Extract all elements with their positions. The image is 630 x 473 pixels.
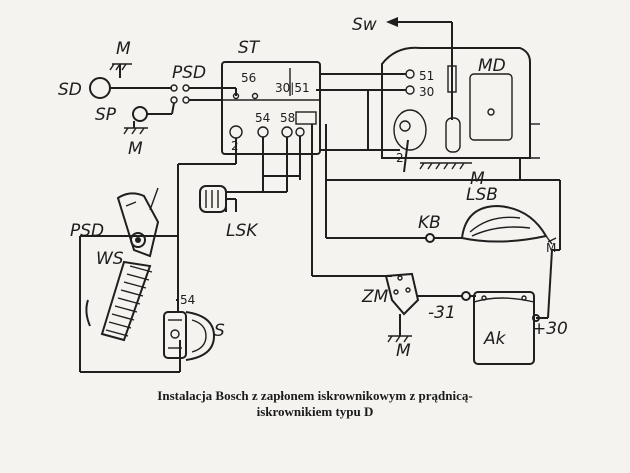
lsk-label: LSK	[226, 221, 259, 241]
lamp-sp	[132, 106, 148, 122]
regulator-zm	[384, 272, 420, 316]
md-terminal-2: 2	[396, 151, 404, 165]
horn-terminal-54: 54	[180, 293, 195, 307]
caption-line-1: Instalacja Bosch z zapłonem iskrownikowy…	[157, 388, 473, 403]
terminal-plus30: +30	[532, 319, 568, 339]
ak-label: Ak	[483, 329, 507, 349]
terminal-minus31: -31	[428, 303, 456, 323]
lsb-ground-label: M	[546, 241, 556, 255]
sp-label: SP	[95, 105, 117, 125]
generator-md	[381, 46, 531, 159]
kb-terminal	[425, 233, 435, 243]
md-label: MD	[478, 56, 506, 76]
zm-label: ZM	[361, 287, 389, 307]
battery-ak	[473, 291, 535, 365]
psd-top-label: PSD	[172, 63, 206, 83]
st-terminal-54: 54	[255, 111, 270, 125]
md-terminal-30: 30	[419, 85, 434, 99]
ground-m-sp: M	[128, 139, 143, 159]
lamp-sd	[89, 77, 111, 99]
lamp-lsb	[460, 204, 548, 243]
handlebar-switch-psd	[116, 187, 160, 258]
caption-line-2: iskrownikiem typu D	[256, 404, 374, 419]
lamp-socket-lsk	[199, 185, 227, 213]
sw-label: Sw	[352, 15, 377, 35]
switch-box-st	[221, 61, 321, 155]
lsb-label: LSB	[466, 185, 498, 205]
kb-label: KB	[418, 213, 441, 233]
st-terminal-58: 58	[280, 111, 295, 125]
psd-left-label: PSD	[70, 221, 104, 241]
sd-label: SD	[58, 80, 82, 100]
st-terminal-56: 56	[241, 71, 256, 85]
st-terminal-30-51: 30|51	[275, 81, 310, 95]
horn-s	[163, 311, 216, 361]
st-terminal-2: 2	[231, 139, 239, 153]
st-label: ST	[238, 38, 261, 58]
horn-label: S	[214, 321, 225, 341]
ws-label: WS	[96, 249, 124, 269]
ground-m-top: M	[116, 39, 131, 59]
zm-ground-label: M	[396, 341, 411, 361]
handlebar-grip	[100, 260, 153, 342]
md-terminal-51: 51	[419, 69, 434, 83]
